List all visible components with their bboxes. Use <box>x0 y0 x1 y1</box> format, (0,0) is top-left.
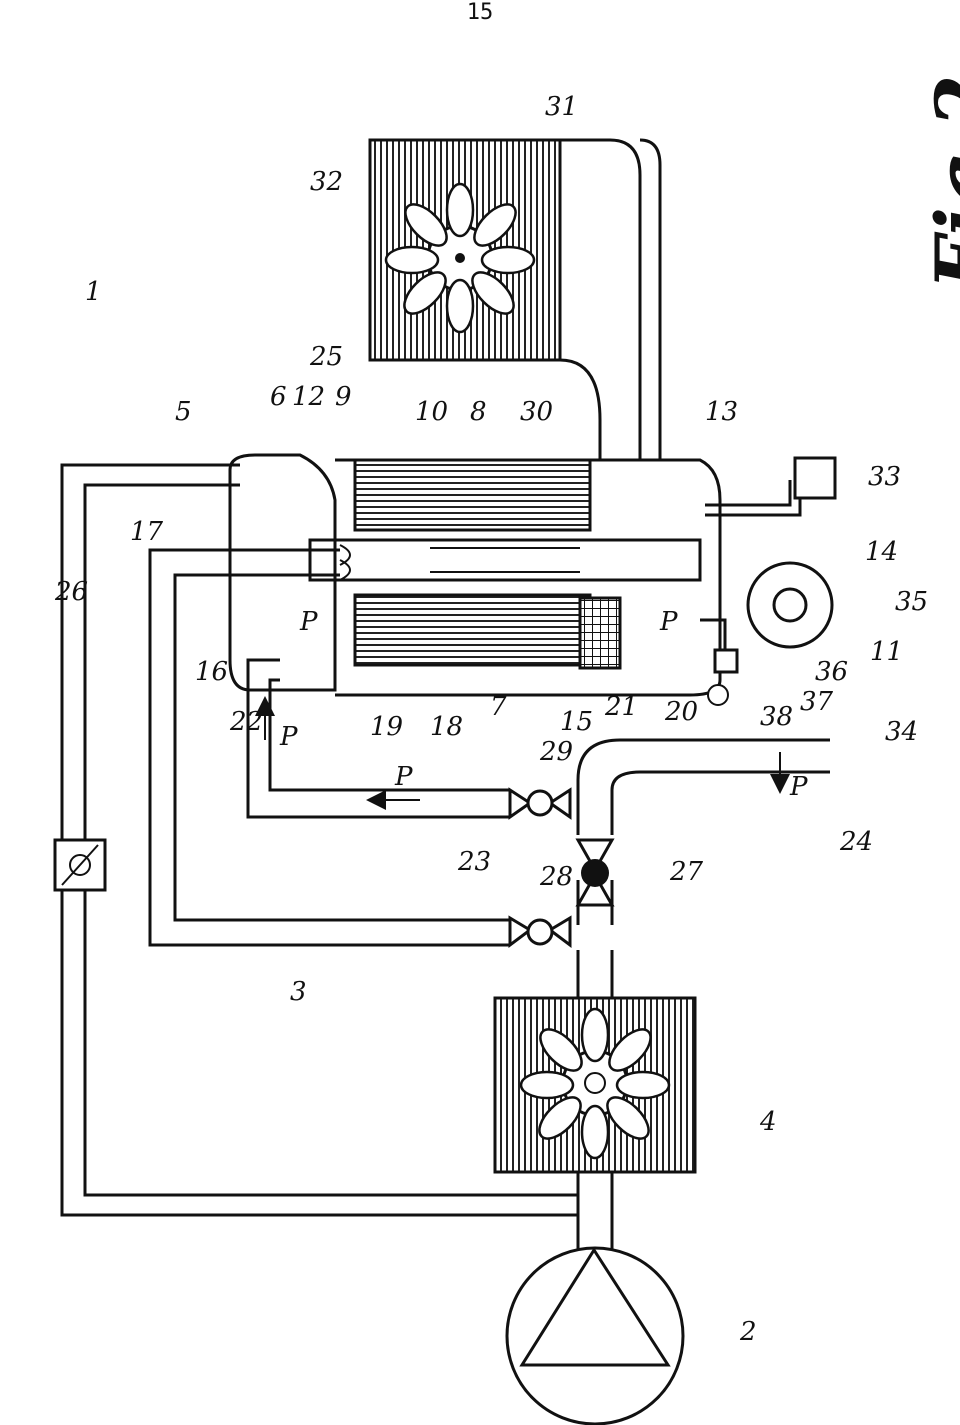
label-4: 4 <box>759 1107 777 1137</box>
compressor <box>505 1246 685 1425</box>
label-3: 3 <box>290 977 307 1007</box>
label-11: 11 <box>870 637 903 667</box>
label-32: 32 <box>310 167 343 197</box>
label-p-1: P <box>299 607 318 637</box>
label-26: 26 <box>54 577 88 607</box>
label-16: 16 <box>195 657 228 687</box>
label-23: 23 <box>457 847 491 877</box>
condenser-with-fan <box>493 996 697 1174</box>
label-37: 37 <box>800 687 834 717</box>
label-15: 15 <box>560 707 593 737</box>
label-22: 22 <box>229 707 263 737</box>
label-28: 28 <box>539 862 573 892</box>
pipe-26 <box>53 463 578 1217</box>
label-34: 34 <box>885 717 918 747</box>
label-14: 14 <box>865 537 898 567</box>
label-p-3: P <box>394 762 413 792</box>
label-25: 25 <box>309 342 343 372</box>
label-1: 1 <box>85 277 102 307</box>
label-8: 8 <box>470 397 487 427</box>
pipe-23 <box>246 658 510 819</box>
label-2: 2 <box>739 1317 757 1347</box>
label-31: 31 <box>545 92 578 122</box>
radiator-with-fan <box>368 138 562 362</box>
blower-35 <box>746 561 834 649</box>
label-5: 5 <box>175 397 192 427</box>
pipe-30-31 <box>370 138 662 460</box>
evaporator-housing <box>228 453 722 697</box>
label-27: 27 <box>669 857 704 887</box>
label-30: 30 <box>520 397 553 427</box>
label-18: 18 <box>430 712 463 742</box>
label-24: 24 <box>839 827 873 857</box>
drain-33 <box>705 456 837 517</box>
reference-labels: 1 2 3 4 5 6 7 8 9 10 11 12 13 14 15 16 1… <box>54 92 928 1347</box>
label-35: 35 <box>895 587 928 617</box>
label-10: 10 <box>415 397 448 427</box>
label-p-5: P <box>789 772 808 802</box>
pipe-24 <box>576 738 830 835</box>
label-33: 33 <box>868 462 901 492</box>
label-9: 9 <box>335 382 352 412</box>
label-p-2: P <box>279 722 298 752</box>
label-38: 38 <box>760 702 793 732</box>
label-7: 7 <box>490 692 507 722</box>
label-13: 13 <box>705 397 738 427</box>
sensor-36-37 <box>700 618 739 706</box>
label-36: 36 <box>815 657 848 687</box>
label-29: 29 <box>539 737 573 767</box>
label-20: 20 <box>664 697 698 727</box>
label-p-4: P <box>659 607 678 637</box>
valve-29 <box>508 787 572 820</box>
valve-27 <box>575 838 615 907</box>
valve-28 <box>508 915 572 948</box>
label-6: 6 <box>270 382 287 412</box>
page-number: 15 <box>466 0 494 25</box>
pipe-3 <box>148 548 510 947</box>
figure-label: Fig.2 <box>919 75 960 292</box>
label-21: 21 <box>604 692 638 722</box>
label-17: 17 <box>130 517 164 547</box>
label-19: 19 <box>370 712 403 742</box>
label-12: 12 <box>292 382 325 412</box>
